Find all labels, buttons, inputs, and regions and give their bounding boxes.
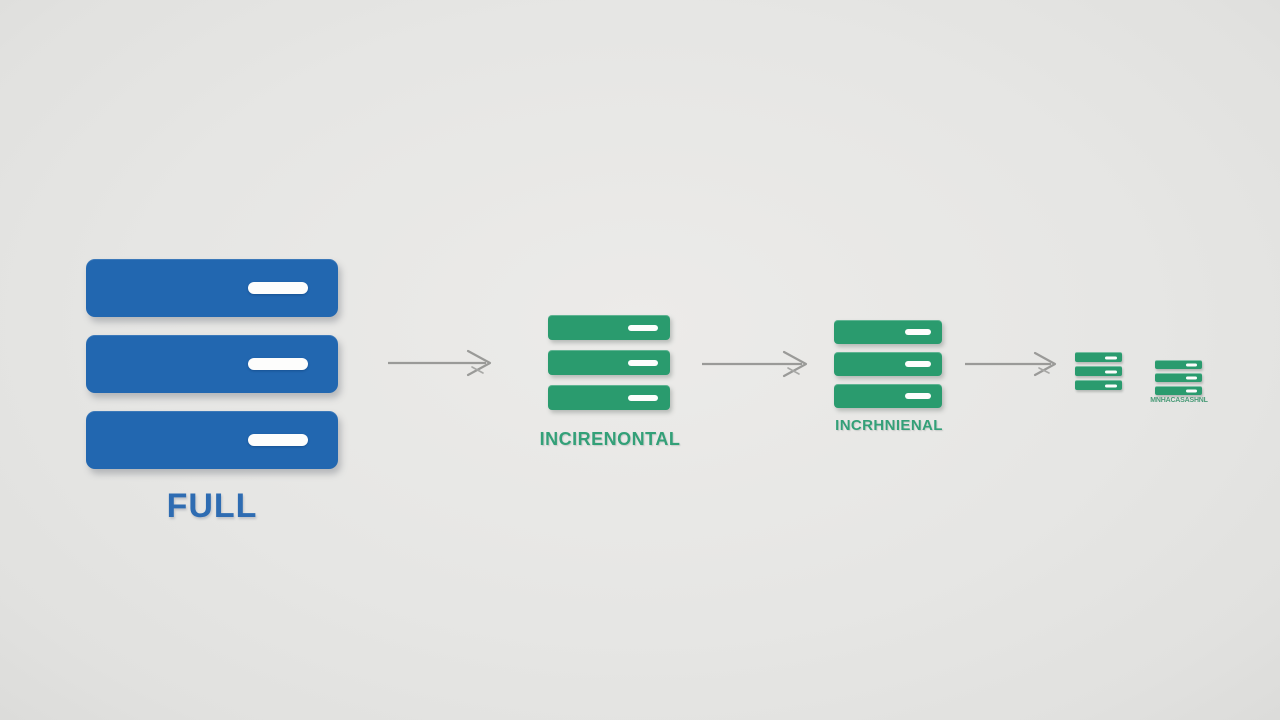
server-bar (834, 352, 942, 376)
server-stack-incremental-1-icon (548, 315, 670, 420)
flow-arrow-icon (388, 349, 492, 377)
server-bar (548, 385, 670, 410)
server-bar (86, 259, 338, 317)
server-bar (1155, 373, 1202, 382)
flow-arrow-icon (702, 350, 808, 378)
server-bar (1075, 366, 1122, 376)
drive-slot (905, 361, 931, 367)
drive-slot (1186, 376, 1197, 380)
stage-label-incremental-1: INCIRENONTAL (539, 429, 681, 449)
server-bar (86, 411, 338, 469)
stage-label-incremental-4: MNHACASASHNL (1150, 397, 1208, 404)
drive-slot (248, 434, 308, 446)
server-bar (548, 315, 670, 340)
flow-arrow-icon (965, 351, 1057, 377)
drive-slot (628, 324, 658, 331)
drive-slot (628, 394, 658, 401)
server-bar (1075, 380, 1122, 390)
drive-slot (1105, 384, 1117, 387)
server-bar (86, 335, 338, 393)
server-bar (834, 384, 942, 408)
server-bar (1155, 386, 1202, 395)
drive-slot (1186, 363, 1197, 367)
server-bar (1075, 352, 1122, 362)
server-bar (1155, 360, 1202, 369)
drive-slot (248, 282, 308, 294)
drive-slot (1105, 356, 1117, 359)
server-stack-incremental-3-icon (1075, 352, 1122, 394)
server-stack-incremental-4-icon (1155, 360, 1202, 399)
drive-slot (905, 329, 931, 335)
server-bar (548, 350, 670, 375)
server-stack-full-icon (86, 259, 338, 487)
server-stack-incremental-2-icon (834, 320, 942, 416)
drive-slot (905, 393, 931, 399)
drive-slot (1186, 389, 1197, 393)
server-bar (834, 320, 942, 344)
drive-slot (628, 359, 658, 366)
drive-slot (248, 358, 308, 370)
drive-slot (1105, 370, 1117, 373)
stage-label-full: FULL (166, 487, 258, 525)
stage-label-incremental-2: INCRHNIENAL (835, 417, 943, 434)
